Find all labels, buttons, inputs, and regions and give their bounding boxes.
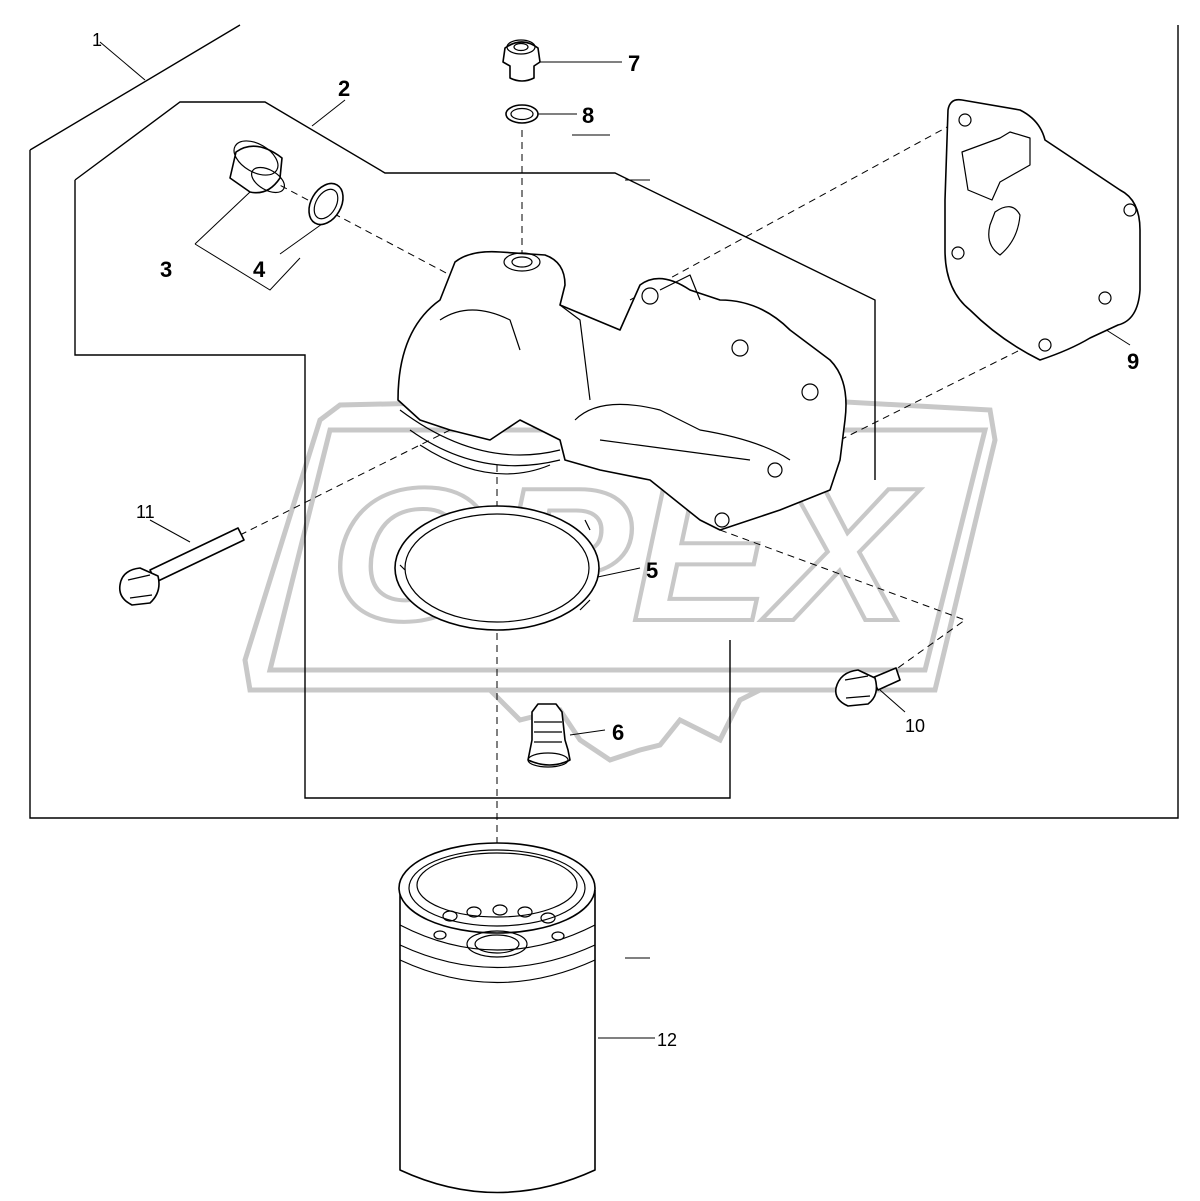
leader-3-4	[194, 243, 301, 291]
axis-gasket-9	[629, 119, 1051, 441]
callout-3: 3	[160, 257, 172, 282]
callout-2: 2	[338, 76, 350, 101]
leader-4	[279, 223, 323, 255]
callout-5: 5	[646, 558, 658, 583]
part-3-plug	[229, 140, 285, 194]
callout-1: 1	[92, 30, 102, 50]
callout-7: 7	[628, 51, 640, 76]
leader-2	[311, 99, 346, 127]
part-9-gasket	[944, 98, 1141, 361]
callout-4: 4	[253, 257, 266, 282]
leader-1	[99, 41, 146, 81]
callout-8: 8	[582, 103, 594, 128]
leader-10	[879, 689, 906, 713]
leader-11	[149, 519, 191, 543]
leader-3	[194, 191, 251, 245]
assembly-boundary-2	[74, 101, 876, 799]
part-7-plug	[502, 39, 541, 82]
part-4-oring	[308, 182, 344, 226]
callout-10: 10	[905, 716, 925, 736]
callout-12: 12	[657, 1030, 677, 1050]
part-10-bolt	[834, 667, 901, 707]
callout-9: 9	[1127, 349, 1139, 374]
part-2-filter-head	[397, 250, 847, 531]
part-12-oil-filter	[398, 842, 596, 1194]
leader-8	[533, 113, 610, 136]
part-11-bolt	[118, 527, 245, 606]
callout-6: 6	[612, 720, 624, 745]
callout-11: 11	[136, 502, 155, 522]
axis-bolt-10	[719, 529, 967, 671]
axis-plug-3	[269, 179, 451, 276]
leader-6	[569, 729, 606, 736]
part-5-seal-ring	[394, 505, 600, 631]
assembly-boundary-1	[29, 24, 1179, 819]
part-6-valve	[527, 703, 571, 768]
leader-5	[592, 567, 641, 579]
part-8-oring	[505, 104, 539, 124]
